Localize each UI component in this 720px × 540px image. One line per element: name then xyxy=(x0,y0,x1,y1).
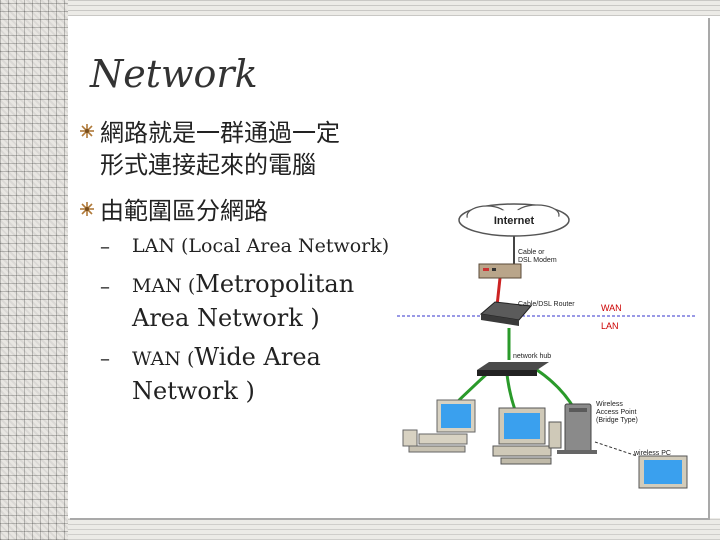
sub-bullet-dash: – xyxy=(100,346,110,370)
desktop-pc-icon xyxy=(492,407,562,465)
ap-label-2: Access Point xyxy=(596,409,637,416)
bullet-1-line-1: 網路就是一群通過一定 xyxy=(100,119,340,147)
sub-bullet-wan-line-1: WAN (Wide Area xyxy=(132,340,402,377)
sub-bullet-dash: – xyxy=(100,274,110,298)
sub-bullet-wan-term: Wide Area xyxy=(194,343,321,371)
sub-bullet-lan-text: LAN (Local Area Network) xyxy=(132,235,390,257)
sub-bullet-man-line-2: Area Network ) xyxy=(132,301,402,338)
sub-bullet-wan-line-2: Network ) xyxy=(132,374,402,411)
network-diagram-svg: Internet Cable or DSL Modem Cable/DSL Ro… xyxy=(397,203,697,489)
wireless-access-point-icon xyxy=(557,403,597,454)
sub-bullet-man-line-1: MAN (Metropolitan xyxy=(132,267,402,304)
modem-label-1: Cable or xyxy=(518,249,545,256)
internet-label: Internet xyxy=(494,215,535,227)
sub-bullet-dash: – xyxy=(100,234,110,258)
wireless-pc-label: wireless PC xyxy=(633,450,671,457)
network-hub-icon xyxy=(477,362,549,376)
sub-bullet-man-term: Metropolitan xyxy=(195,270,355,298)
decorative-bottom-band xyxy=(68,518,720,540)
sub-bullet-man-suffix: Area Network ) xyxy=(132,304,320,332)
hub-label: network hub xyxy=(513,353,551,360)
lan-cable-hub-pc2 xyxy=(505,373,517,411)
wan-cable xyxy=(495,277,502,307)
wireless-pc-icon xyxy=(638,455,688,489)
wireless-link xyxy=(594,441,638,457)
router-icon xyxy=(479,301,532,326)
modem-icon xyxy=(478,263,522,279)
ap-label-1: Wireless xyxy=(596,401,623,408)
modem-label-2: DSL Modem xyxy=(518,257,557,264)
sub-bullet-wan-suffix: Network ) xyxy=(132,377,255,405)
router-label: Cable/DSL Router xyxy=(518,301,575,308)
lan-label: LAN xyxy=(601,321,619,331)
decorative-sidebar xyxy=(0,0,68,540)
sub-bullet-wan-prefix: WAN ( xyxy=(132,348,195,370)
bullet-star-icon xyxy=(80,124,94,138)
internet-cloud-icon xyxy=(458,203,570,237)
sub-bullet-man-prefix: MAN ( xyxy=(132,275,196,297)
slide-title: Network xyxy=(90,52,258,96)
bullet-star-icon xyxy=(80,202,94,216)
sub-bullet-lan: LAN (Local Area Network) xyxy=(132,229,402,264)
network-diagram: Internet Cable or DSL Modem Cable/DSL Ro… xyxy=(397,202,700,492)
wan-label: WAN xyxy=(601,303,622,313)
bullet-1-line-2: 形式連接起來的電腦 xyxy=(100,151,316,179)
desktop-pc-icon xyxy=(402,399,476,453)
slide-canvas xyxy=(68,16,708,518)
ap-label-3: (Bridge Type) xyxy=(596,417,638,424)
decorative-top-band xyxy=(68,0,720,16)
bullet-2-line-1: 由範圍區分網路 xyxy=(100,197,268,225)
